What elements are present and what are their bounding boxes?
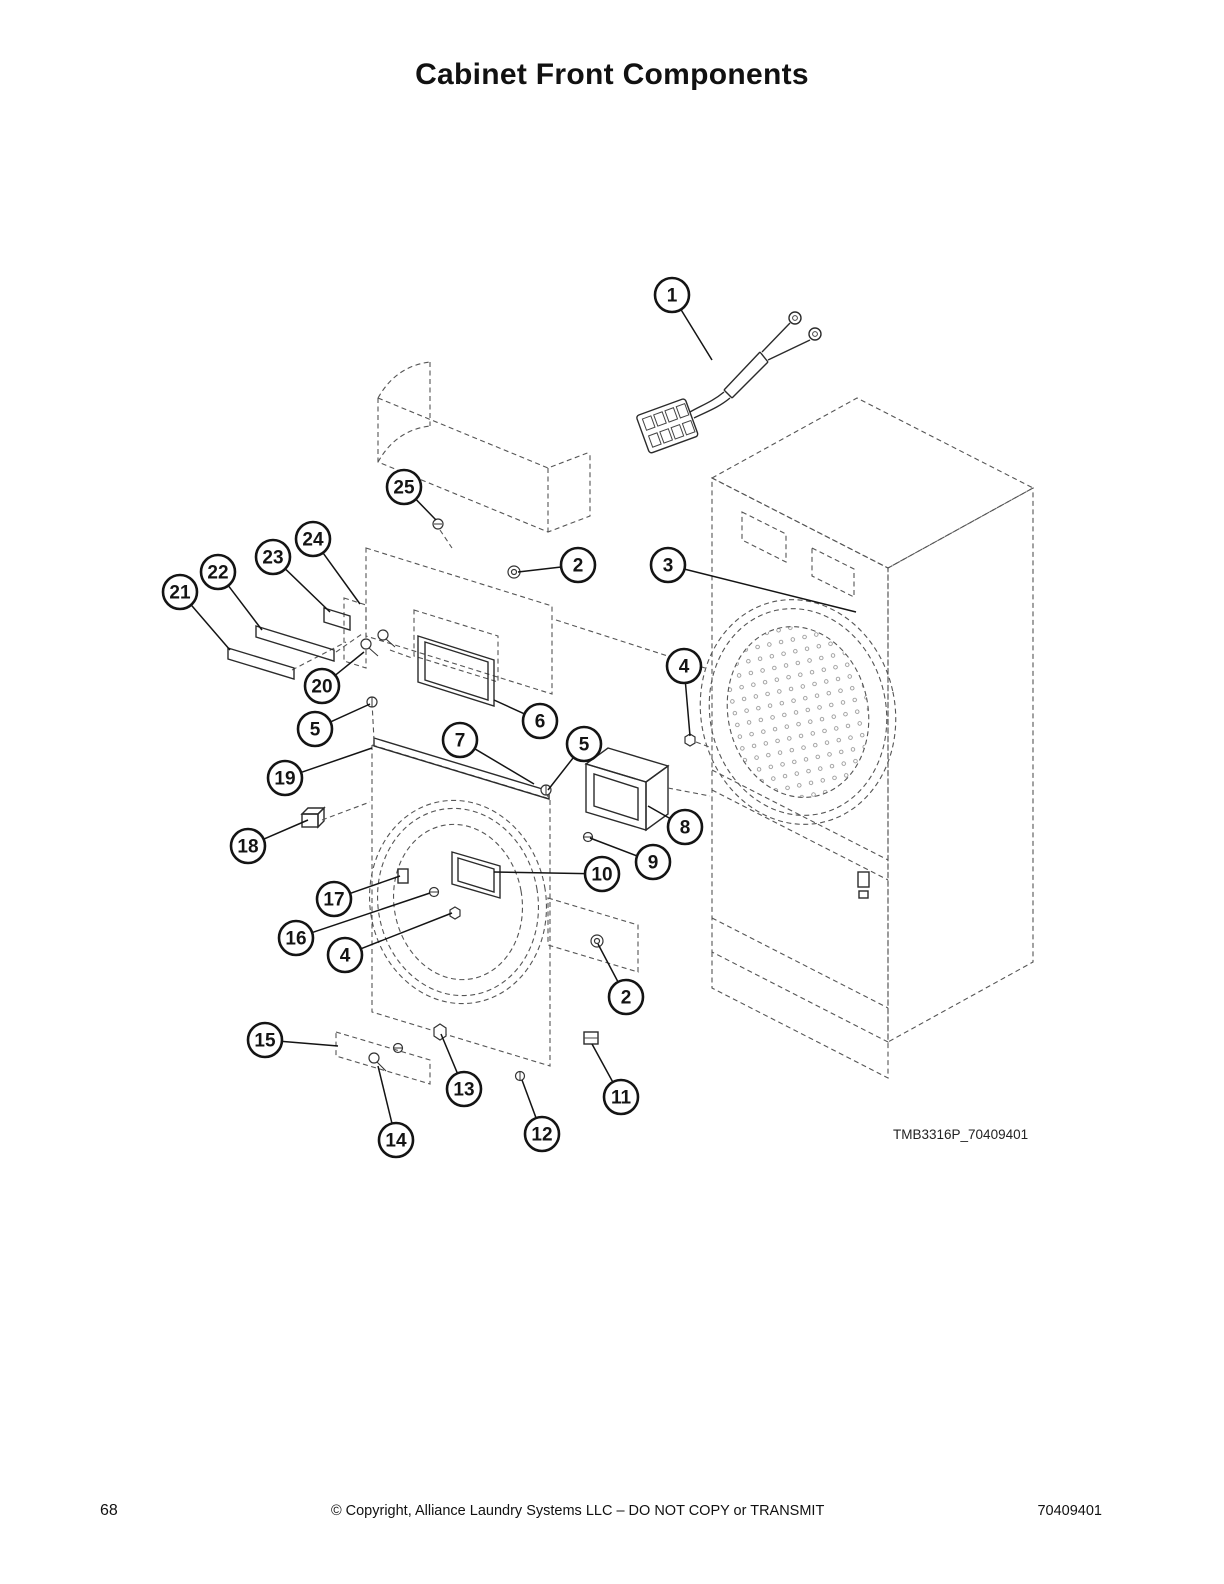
screw-5b: [540, 784, 552, 796]
nut-4b: [449, 906, 461, 920]
screw-12: [514, 1070, 526, 1082]
callout-4: 4: [665, 647, 703, 737]
screw-15: [392, 1042, 404, 1054]
screw-2b: [590, 934, 604, 948]
callout-3: 3: [649, 546, 857, 613]
top-cover-outline: [377, 361, 591, 533]
callout-22: 22: [199, 553, 263, 631]
nut-13: [433, 1023, 447, 1041]
svg-text:2: 2: [573, 556, 584, 577]
display-window: [417, 635, 495, 707]
svg-text:6: 6: [535, 712, 546, 733]
cabinet-outline: [699, 397, 1035, 1079]
svg-text:24: 24: [302, 530, 324, 551]
callout-23: 23: [254, 538, 331, 613]
callout-17: 17: [315, 875, 401, 918]
svg-text:9: 9: [648, 853, 659, 874]
page-footer: 68 © Copyright, Alliance Laundry Systems…: [0, 1502, 1224, 1520]
hardware-parts: [300, 518, 696, 1085]
callout-25: 25: [385, 468, 437, 521]
callout-12: 12: [521, 1079, 561, 1153]
svg-text:20: 20: [311, 677, 332, 698]
svg-text:12: 12: [531, 1125, 552, 1146]
figure-code: TMB3316P_70409401: [893, 1127, 1029, 1142]
copyright-text: © Copyright, Alliance Laundry Systems LL…: [330, 1503, 825, 1519]
svg-text:22: 22: [207, 563, 228, 584]
callout-6: 6: [493, 699, 559, 740]
control-panel-assembly: [291, 529, 706, 695]
callout-2: 2: [517, 546, 597, 584]
callout-10: 10: [493, 855, 621, 893]
callout-15: 15: [246, 1021, 339, 1059]
svg-text:7: 7: [455, 731, 466, 752]
svg-text:14: 14: [385, 1131, 407, 1152]
svg-text:5: 5: [310, 720, 321, 741]
nut-4a: [684, 733, 696, 747]
svg-text:8: 8: [680, 818, 691, 839]
callout-7: 7: [441, 721, 535, 785]
svg-text:4: 4: [340, 946, 351, 967]
svg-text:3: 3: [663, 556, 674, 577]
callout-20: 20: [303, 651, 365, 705]
svg-text:25: 25: [393, 478, 415, 499]
duct-box: [584, 741, 713, 832]
callout-9: 9: [589, 837, 672, 881]
page-number: 68: [100, 1502, 118, 1519]
overlay-strips: [227, 607, 351, 680]
callout-11: 11: [591, 1043, 640, 1116]
clip-11: [583, 1031, 599, 1045]
lock-and-keys: [360, 629, 396, 657]
callout-5: 5: [547, 725, 603, 791]
bracket-15: [335, 1031, 431, 1085]
svg-text:17: 17: [323, 890, 344, 911]
callout-4: 4: [326, 912, 453, 974]
harness-connector: [636, 398, 699, 454]
callout-19: 19: [266, 747, 373, 797]
screw-25: [432, 518, 444, 530]
svg-text:1: 1: [667, 286, 678, 307]
switch-box-18: [300, 801, 371, 829]
svg-text:15: 15: [254, 1031, 276, 1052]
wire-harness: [636, 311, 822, 454]
page-title: Cabinet Front Components: [415, 58, 809, 91]
svg-text:16: 16: [285, 929, 306, 950]
callout-8: 8: [647, 805, 704, 846]
document-number: 70409401: [1037, 1503, 1102, 1519]
callout-18: 18: [229, 819, 309, 865]
screw-9: [582, 831, 594, 843]
screw-16: [428, 886, 440, 898]
svg-text:5: 5: [579, 735, 590, 756]
callout-21: 21: [161, 573, 231, 651]
callout-16: 16: [277, 892, 431, 957]
svg-text:10: 10: [591, 865, 612, 886]
svg-text:23: 23: [262, 548, 283, 569]
screw-2a: [507, 565, 521, 579]
svg-text:19: 19: [274, 769, 295, 790]
callout-24: 24: [294, 520, 361, 605]
svg-text:18: 18: [237, 837, 258, 858]
svg-text:11: 11: [611, 1088, 632, 1109]
svg-text:21: 21: [169, 583, 191, 604]
callout-1: 1: [653, 276, 713, 361]
callout-5: 5: [296, 703, 371, 748]
display-bracket: [451, 851, 501, 899]
svg-text:2: 2: [621, 988, 632, 1009]
door-latch: [857, 871, 870, 899]
key-14: [368, 1052, 387, 1072]
callout-14: 14: [377, 1065, 415, 1159]
svg-text:13: 13: [453, 1080, 474, 1101]
callout-2: 2: [597, 943, 645, 1016]
svg-text:4: 4: [679, 657, 690, 678]
trim-strip: [373, 737, 550, 800]
cabinet-door-ring: [699, 599, 897, 825]
callout-13: 13: [440, 1033, 483, 1108]
